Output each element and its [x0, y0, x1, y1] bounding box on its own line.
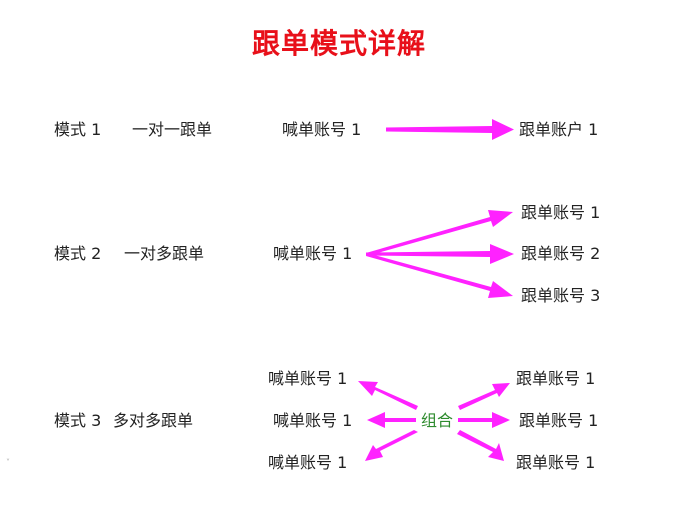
mode3-arrow-to-target-1: [458, 383, 510, 410]
mode3-desc: 多对多跟单: [113, 411, 194, 430]
mode3-name: 模式 3: [54, 411, 102, 430]
mode3-arrow-to-source-3: [365, 430, 418, 461]
mode2-target-3: 跟单账号 3: [521, 286, 601, 305]
mode2-name: 模式 2: [54, 244, 102, 263]
mode3-source-3: 喊单账号 1: [268, 453, 348, 472]
mode1-arrow: [386, 119, 514, 140]
mode2-arrow-2: [366, 244, 514, 264]
diagram-title: 跟单模式详解: [251, 27, 426, 60]
mode3-arrow-to-target-3: [457, 430, 504, 461]
mode3-arrow-to-source-1: [358, 381, 418, 410]
mode2-target-1: 跟单账号 1: [521, 203, 601, 222]
mode2-arrow-3: [366, 253, 513, 298]
mode3-source-1: 喊单账号 1: [268, 369, 348, 388]
mode3-center-label: 组合: [421, 411, 454, 430]
mode2-source: 喊单账号 1: [273, 244, 353, 263]
mode2-target-2: 跟单账号 2: [521, 244, 601, 263]
corner-mark: ˅: [6, 458, 10, 467]
mode3-target-3: 跟单账号 1: [516, 453, 596, 472]
mode3-target-1: 跟单账号 1: [516, 369, 596, 388]
mode3-target-2: 跟单账号 1: [519, 411, 599, 430]
mode2-desc: 一对多跟单: [124, 244, 205, 263]
mode1-target: 跟单账户 1: [519, 120, 599, 139]
mode1-source: 喊单账号 1: [282, 120, 362, 139]
mode3-arrow-to-target-2: [458, 412, 510, 428]
mode3-arrow-to-source-2: [367, 412, 416, 428]
mode3-source-2: 喊单账号 1: [273, 411, 353, 430]
mode1-name: 模式 1: [54, 120, 102, 139]
mode1-desc: 一对一跟单: [132, 120, 213, 139]
mode2-arrow-1: [366, 210, 513, 256]
